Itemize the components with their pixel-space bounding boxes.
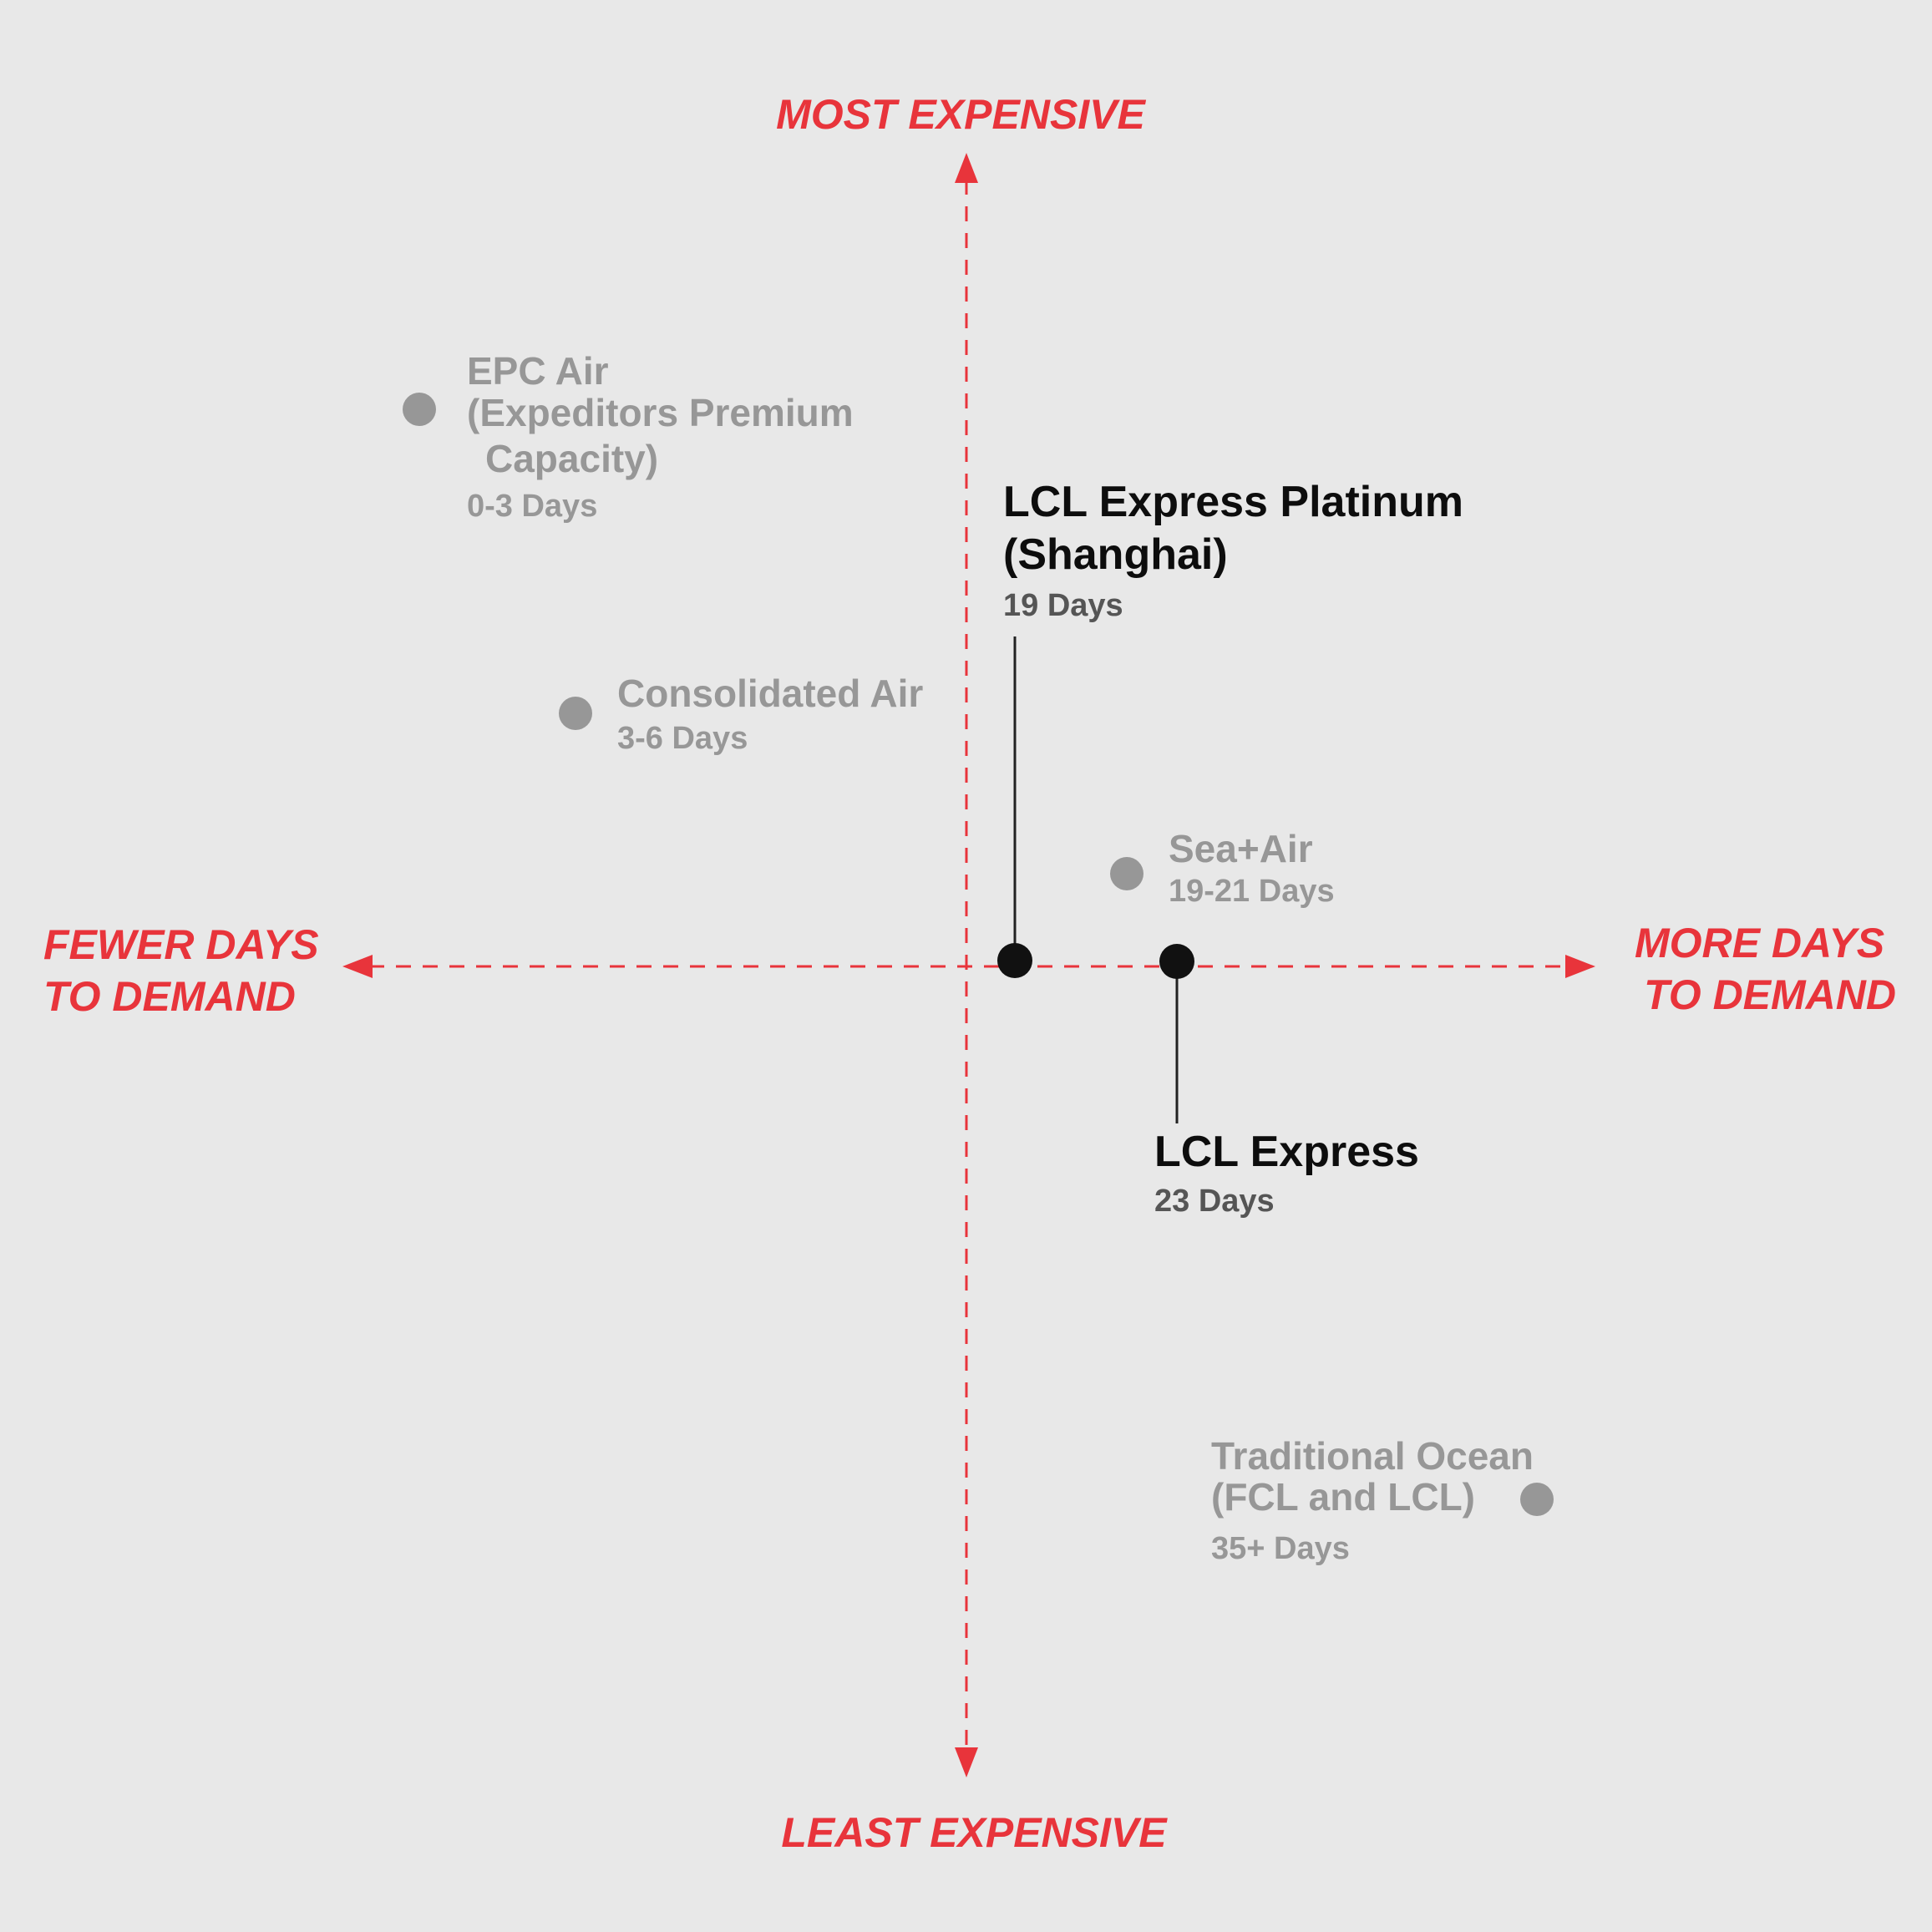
epc-air-dot xyxy=(403,393,436,426)
traditional-ocean-days: 35+ Days xyxy=(1211,1531,1350,1566)
traditional-ocean-name: Traditional Ocean (FCL and LCL) xyxy=(1211,1434,1544,1519)
sea-air-name: Sea+Air xyxy=(1169,827,1313,870)
arrow-right-icon xyxy=(1565,955,1595,978)
lcl-express-days: 23 Days xyxy=(1154,1184,1275,1219)
axis-label-bottom: LEAST EXPENSIVE xyxy=(781,1809,1168,1856)
consolidated-air-name: Consolidated Air xyxy=(617,672,923,715)
item-consolidated-air: Consolidated Air 3-6 Days xyxy=(559,672,923,756)
axis-label-left-line-1: FEWER DAYS xyxy=(43,921,319,968)
arrow-up-icon xyxy=(955,153,978,183)
sea-air-dot xyxy=(1110,857,1143,890)
lcl-express-platinum-name-line-2: (Shanghai) xyxy=(1003,530,1228,579)
lcl-express-platinum-name: LCL Express Platinum (Shanghai) xyxy=(1003,478,1475,579)
arrow-left-icon xyxy=(342,955,373,978)
epc-air-name-line-3: Capacity) xyxy=(485,437,658,480)
lcl-express-dot xyxy=(1159,944,1194,979)
axis-label-left-line-2: TO DEMAND xyxy=(43,973,296,1020)
lcl-express-platinum-days: 19 Days xyxy=(1003,588,1123,623)
epc-air-days: 0-3 Days xyxy=(467,489,597,524)
lcl-express-name: LCL Express xyxy=(1154,1128,1419,1176)
sea-air-days: 19-21 Days xyxy=(1169,874,1335,909)
item-epc-air: EPC Air (Expeditors Premium Capacity) 0-… xyxy=(403,349,864,524)
traditional-ocean-name-line-1: Traditional Ocean xyxy=(1211,1434,1534,1478)
lcl-express-platinum-dot xyxy=(997,943,1032,978)
axis-label-right-line-1: MORE DAYS xyxy=(1635,920,1884,966)
item-lcl-express-platinum: LCL Express Platinum (Shanghai) 19 Days xyxy=(997,478,1475,978)
traditional-ocean-dot xyxy=(1520,1483,1554,1516)
consolidated-air-days: 3-6 Days xyxy=(617,721,748,756)
epc-air-name-line-1: EPC Air xyxy=(467,349,609,393)
axis-label-right: MORE DAYS TO DEMAND xyxy=(1635,920,1896,1018)
item-traditional-ocean: Traditional Ocean (FCL and LCL) 35+ Days xyxy=(1211,1434,1554,1566)
arrow-down-icon xyxy=(955,1747,978,1777)
axis-label-right-line-2: TO DEMAND xyxy=(1644,971,1896,1018)
epc-air-name-line-2: (Expeditors Premium xyxy=(467,391,854,434)
item-lcl-express: LCL Express 23 Days xyxy=(1154,944,1419,1219)
traditional-ocean-name-line-2: (FCL and LCL) xyxy=(1211,1475,1475,1519)
epc-air-name: EPC Air (Expeditors Premium Capacity) xyxy=(467,349,864,480)
axis-label-top: MOST EXPENSIVE xyxy=(776,91,1146,138)
axis-label-left: FEWER DAYS TO DEMAND xyxy=(43,921,331,1020)
consolidated-air-dot xyxy=(559,697,592,730)
item-sea-air: Sea+Air 19-21 Days xyxy=(1110,827,1335,909)
lcl-express-platinum-name-line-1: LCL Express Platinum xyxy=(1003,478,1463,526)
